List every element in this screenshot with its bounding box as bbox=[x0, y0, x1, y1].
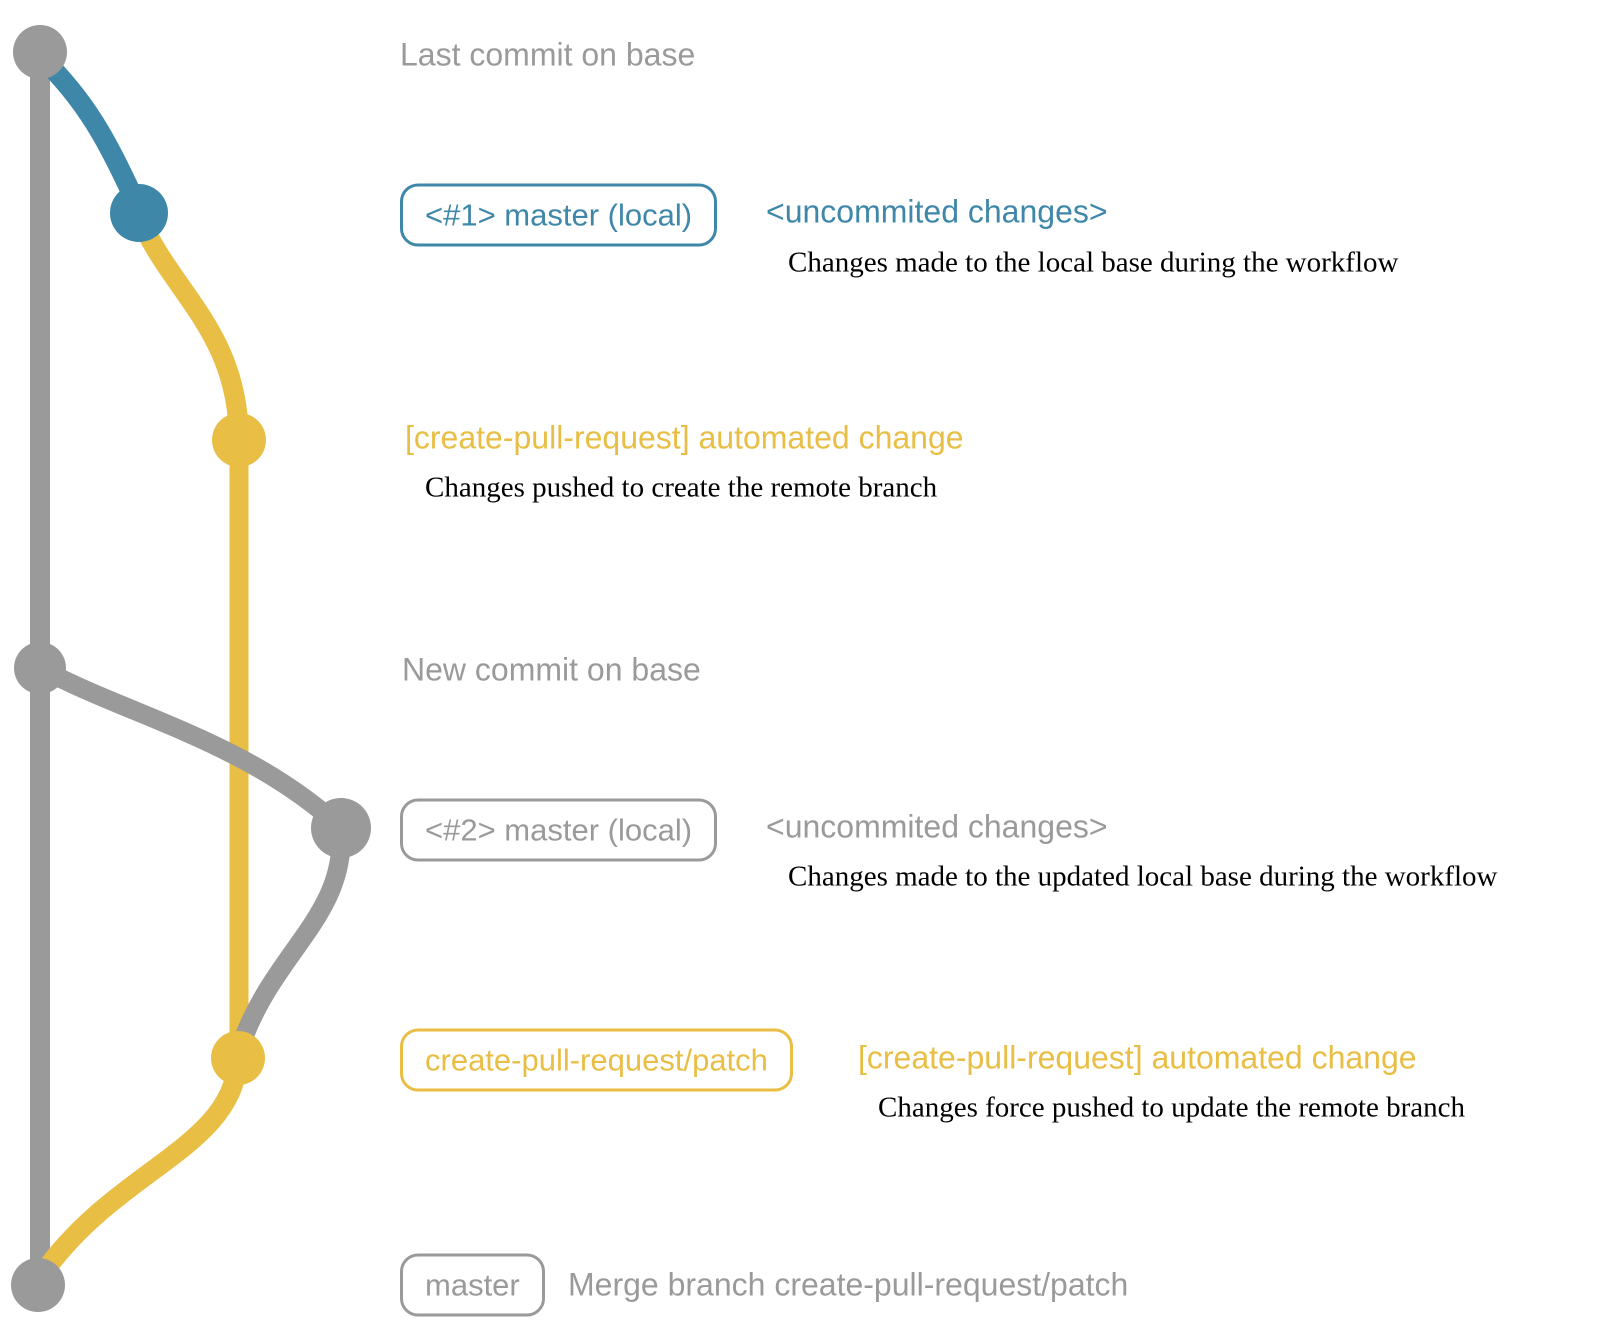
local-branch-curve-1 bbox=[32, 48, 149, 220]
label-new-commit-on-base: New commit on base bbox=[402, 651, 701, 688]
label-last-commit-on-base: Last commit on base bbox=[400, 36, 696, 73]
git-graph-svg bbox=[11, 25, 371, 1312]
description-local-commit-2: Changes made to the updated local base d… bbox=[788, 860, 1498, 893]
commit-node-local-1 bbox=[110, 184, 168, 242]
branch-badge-label: create-pull-request/patch bbox=[400, 1028, 793, 1092]
commit-message-merge: Merge branch create-pull-request/patch bbox=[568, 1266, 1129, 1303]
description-pr-push-1: Changes pushed to create the remote bran… bbox=[425, 471, 938, 504]
merge-curve bbox=[34, 1048, 248, 1282]
branch-badge-master-local-2: <#2> master (local) bbox=[400, 798, 718, 862]
description-pr-push-2: Changes force pushed to update the remot… bbox=[878, 1091, 1466, 1124]
branch-badge-label: <#2> master (local) bbox=[400, 798, 718, 862]
branch-badge-create-pull-request-patch: create-pull-request/patch bbox=[400, 1028, 793, 1092]
status-uncommitted-changes-1: <uncommited changes> bbox=[766, 193, 1108, 230]
branch-badge-master: master bbox=[400, 1253, 545, 1317]
commit-node-base-last bbox=[13, 25, 67, 79]
status-uncommitted-changes-2: <uncommited changes> bbox=[766, 808, 1108, 845]
pr-branch-curve-1 bbox=[129, 206, 249, 452]
description-local-commit-1: Changes made to the local base during th… bbox=[788, 246, 1399, 279]
branch-badge-label: master bbox=[400, 1253, 545, 1317]
commit-node-pr-2 bbox=[211, 1031, 265, 1085]
force-push-curve bbox=[230, 820, 351, 1058]
branch-badge-master-local-1: <#1> master (local) bbox=[400, 183, 718, 247]
commit-message-pr-2: [create-pull-request] automated change bbox=[858, 1039, 1417, 1076]
local-branch-curve-2 bbox=[30, 658, 351, 838]
commit-message-pr-1: [create-pull-request] automated change bbox=[405, 419, 964, 456]
commit-node-pr-1 bbox=[212, 413, 266, 467]
branch-badge-label: <#1> master (local) bbox=[400, 183, 718, 247]
commit-node-base-new bbox=[14, 642, 66, 694]
commit-node-merge bbox=[11, 1258, 65, 1312]
commit-node-local-2 bbox=[311, 798, 371, 858]
